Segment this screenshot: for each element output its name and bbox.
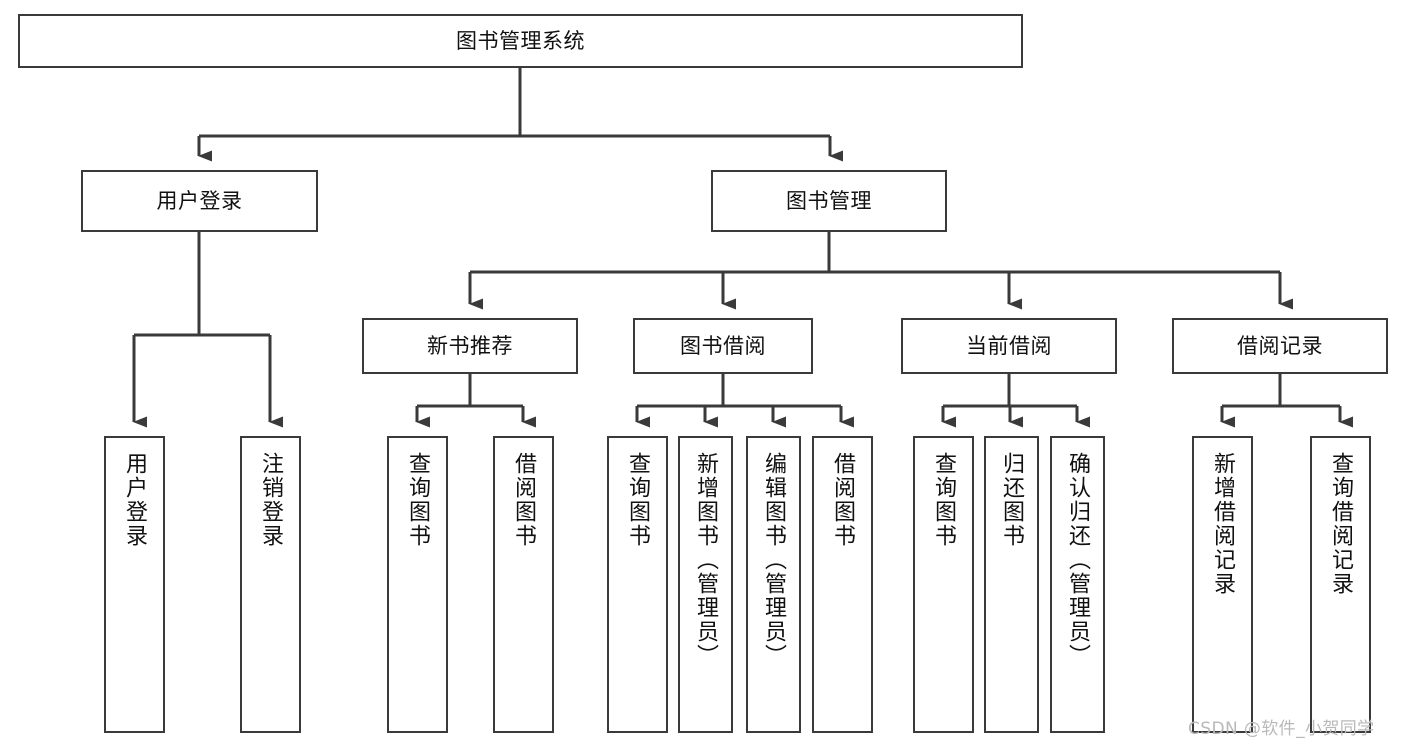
node-leaf-edit-book-label: 编辑图书（管理员）	[761, 452, 787, 668]
node-new-book-rec[interactable]: 新书推荐	[362, 318, 578, 374]
node-leaf-add-record-label: 新增借阅记录	[1210, 452, 1236, 596]
node-current-borrow-label: 当前借阅	[966, 333, 1052, 358]
node-leaf-confirm-return-label: 确认归还（管理员）	[1065, 452, 1091, 668]
node-leaf-query-book-3-label: 查询图书	[931, 452, 957, 548]
node-leaf-add-book[interactable]: 新增图书（管理员）	[678, 436, 733, 733]
node-leaf-query-book-3[interactable]: 查询图书	[913, 436, 974, 733]
node-leaf-query-book-2-label: 查询图书	[625, 452, 651, 548]
node-leaf-borrow-book-1[interactable]: 借阅图书	[493, 436, 554, 733]
node-leaf-query-book-1[interactable]: 查询图书	[387, 436, 448, 733]
node-root[interactable]: 图书管理系统	[18, 14, 1023, 68]
node-leaf-user-login[interactable]: 用户登录	[104, 436, 165, 733]
node-leaf-confirm-return[interactable]: 确认归还（管理员）	[1050, 436, 1105, 733]
node-leaf-query-book-1-label: 查询图书	[405, 452, 431, 548]
node-leaf-user-login-label: 用户登录	[122, 452, 148, 548]
node-borrow-record-label: 借阅记录	[1237, 333, 1323, 358]
node-new-book-rec-label: 新书推荐	[427, 333, 513, 358]
node-leaf-return-book[interactable]: 归还图书	[984, 436, 1039, 733]
node-current-borrow[interactable]: 当前借阅	[901, 318, 1117, 374]
node-book-manage-label: 图书管理	[786, 188, 872, 213]
node-book-manage[interactable]: 图书管理	[711, 170, 947, 232]
node-book-borrow[interactable]: 图书借阅	[633, 318, 813, 374]
node-leaf-add-record[interactable]: 新增借阅记录	[1192, 436, 1253, 733]
node-leaf-return-book-label: 归还图书	[999, 452, 1025, 548]
node-leaf-logout[interactable]: 注销登录	[240, 436, 301, 733]
node-leaf-query-record-label: 查询借阅记录	[1328, 452, 1354, 596]
node-root-label: 图书管理系统	[456, 28, 585, 53]
csdn-watermark: CSDN @软件_小贺同学	[1188, 719, 1375, 739]
node-leaf-borrow-book-2-label: 借阅图书	[830, 452, 856, 548]
node-leaf-query-book-2[interactable]: 查询图书	[607, 436, 668, 733]
node-user-login-label: 用户登录	[156, 188, 243, 213]
node-borrow-record[interactable]: 借阅记录	[1172, 318, 1388, 374]
node-leaf-borrow-book-1-label: 借阅图书	[511, 452, 537, 548]
node-leaf-logout-label: 注销登录	[258, 452, 284, 548]
node-leaf-query-record[interactable]: 查询借阅记录	[1310, 436, 1371, 733]
node-leaf-edit-book[interactable]: 编辑图书（管理员）	[746, 436, 801, 733]
node-book-borrow-label: 图书借阅	[680, 333, 766, 358]
node-leaf-borrow-book-2[interactable]: 借阅图书	[812, 436, 873, 733]
node-user-login[interactable]: 用户登录	[81, 170, 318, 232]
node-leaf-add-book-label: 新增图书（管理员）	[693, 452, 719, 668]
